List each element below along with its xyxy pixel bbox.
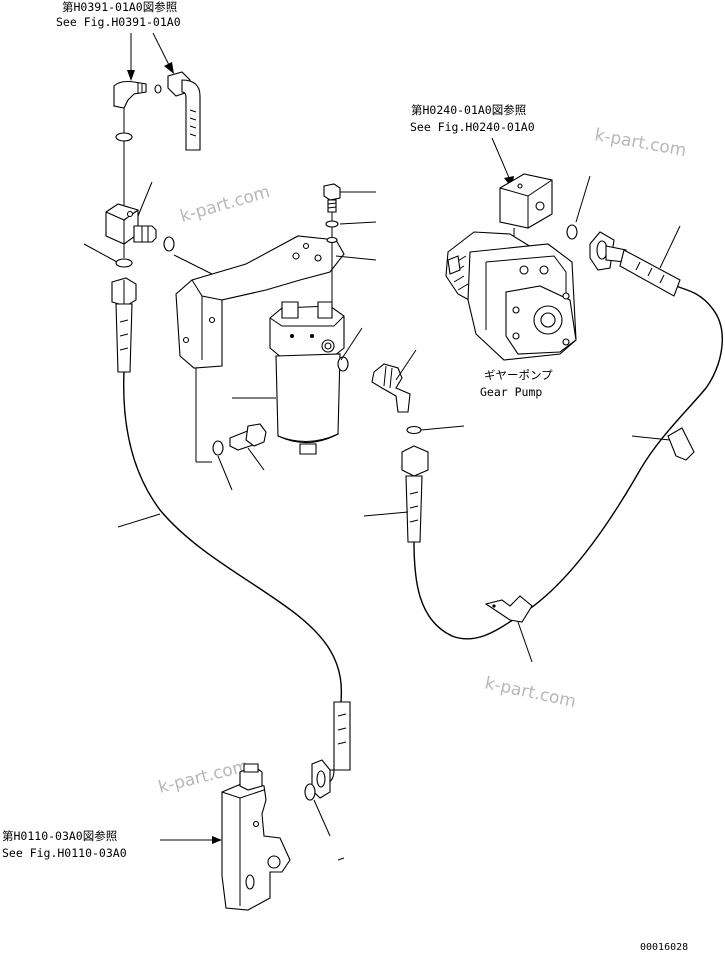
figure-number: 00016028 xyxy=(640,942,688,953)
spacer xyxy=(326,236,338,244)
clamp-lower-body xyxy=(484,595,533,623)
bracket xyxy=(173,235,345,463)
arrow-head-elbow xyxy=(127,70,135,81)
middle-hose-sleeve xyxy=(405,475,423,543)
reference-top-left-en: See Fig.H0391-01A0 xyxy=(56,15,181,29)
pump-side-port xyxy=(447,255,461,275)
block-nipple xyxy=(133,225,157,243)
valve-plug xyxy=(267,855,281,869)
o-ring-4 xyxy=(337,356,349,372)
middle-elbow xyxy=(371,363,411,413)
gear-pump-group xyxy=(445,137,591,361)
gear-pump-label-en: Gear Pump xyxy=(480,385,542,399)
valve-body xyxy=(221,781,291,911)
block-body xyxy=(105,203,139,245)
middle-hose-nut xyxy=(401,445,429,477)
watermark-1: k-part.com xyxy=(593,125,688,161)
bottom-valve xyxy=(160,763,291,911)
hose-end-top xyxy=(181,79,201,151)
watermark-2: k-part.com xyxy=(178,182,272,227)
clamp-upper-body xyxy=(667,427,695,461)
o-ring-7 xyxy=(304,783,316,801)
reference-top-left-jp: 第H0391-01A0図参照 xyxy=(62,0,177,14)
bottom-hose-end xyxy=(304,701,351,861)
right-flange-hose xyxy=(589,225,681,297)
reference-bottom-left-jp: 第H0110-03A0図参照 xyxy=(2,829,117,843)
filter-port-left xyxy=(281,301,299,319)
top-left-fittings xyxy=(113,32,201,205)
reference-bottom-left: 第H0110-03A0図参照 See Fig.H0110-03A0 xyxy=(2,829,127,860)
valve-port xyxy=(245,874,255,890)
o-ring-6 xyxy=(566,224,578,240)
filter-port-right xyxy=(317,301,333,319)
arrow-head-nut xyxy=(164,62,174,74)
reference-top-right-en: See Fig.H0240-01A0 xyxy=(410,120,535,134)
o-ring-1 xyxy=(115,132,133,142)
bracket-plate xyxy=(175,235,345,369)
filter-element xyxy=(275,353,341,444)
small-o-ring xyxy=(154,84,162,94)
gear-pump-label: ギヤーポンプ Gear Pump xyxy=(480,368,553,399)
arrow-line-nut xyxy=(152,32,171,68)
o-ring-2 xyxy=(115,258,133,268)
reference-bottom-left-en: See Fig.H0110-03A0 xyxy=(2,846,127,860)
reference-top-right: 第H0240-01A0図参照 See Fig.H0240-01A0 xyxy=(410,103,535,134)
middle-hose xyxy=(363,285,723,640)
top-bolt-shank xyxy=(327,199,337,213)
left-hose-sleeve xyxy=(115,303,133,373)
o-ring-3 xyxy=(163,236,175,252)
mount-washer xyxy=(212,440,224,456)
clamp-lower xyxy=(484,595,533,663)
mount-bolt xyxy=(212,423,267,491)
filter-bolt-stack xyxy=(323,183,377,312)
elbow-fitting xyxy=(113,80,147,109)
gear-pump-label-jp: ギヤーポンプ xyxy=(484,368,553,382)
top-bolt-head xyxy=(323,183,341,201)
long-hose-right xyxy=(413,285,723,640)
reference-top-right-jp: 第H0240-01A0図参照 xyxy=(411,103,526,117)
long-hose-left xyxy=(123,371,343,703)
filter-assembly xyxy=(232,301,363,455)
o-ring-5 xyxy=(406,425,422,435)
pump-valve-block xyxy=(499,173,553,229)
bottom-hose-sleeve xyxy=(333,701,351,771)
clamp-upper xyxy=(631,427,695,461)
reference-top-left: 第H0391-01A0図参照 See Fig.H0391-01A0 xyxy=(56,0,181,29)
filter-drain xyxy=(299,443,317,455)
left-block-fitting xyxy=(83,181,175,268)
left-hose xyxy=(111,277,343,703)
top-washer xyxy=(325,220,339,228)
mount-bolt-head xyxy=(245,423,267,447)
watermark-3: k-part.com xyxy=(483,673,578,712)
